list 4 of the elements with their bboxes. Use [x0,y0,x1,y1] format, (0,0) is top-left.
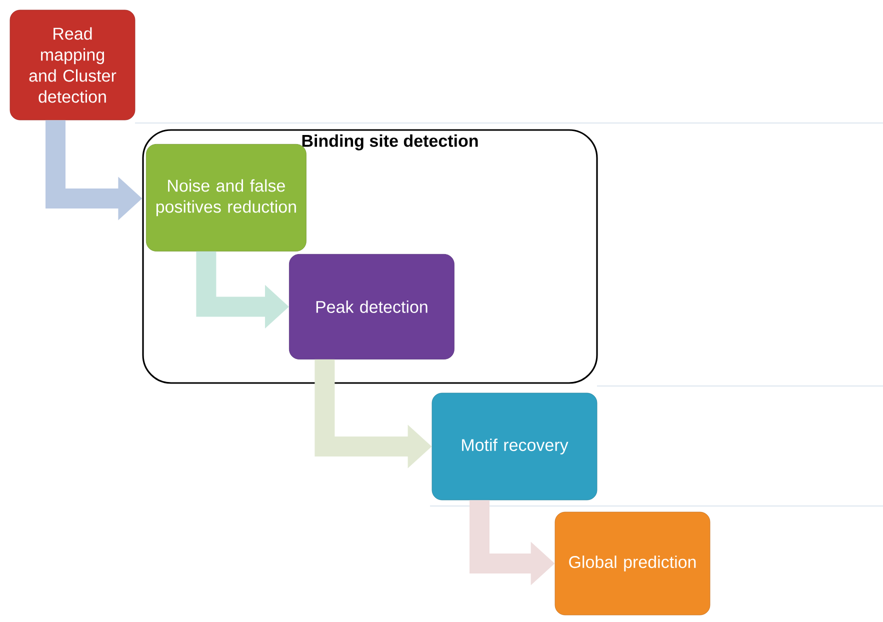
process-box: Global prediction [554,512,710,616]
process-box: Read mapping and Cluster detection [10,10,136,120]
process-box: Peak detection [289,254,454,360]
process-box: Motif recovery [432,392,598,500]
